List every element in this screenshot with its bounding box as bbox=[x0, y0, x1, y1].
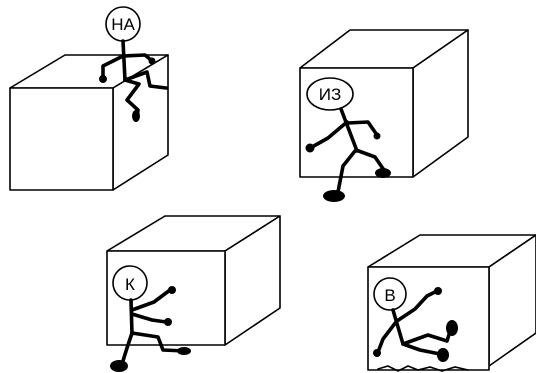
body-na bbox=[121, 39, 127, 82]
label-v: В bbox=[384, 286, 395, 305]
head-v bbox=[373, 277, 407, 311]
body-iz bbox=[339, 107, 359, 153]
box-na bbox=[9, 54, 169, 191]
label-iz: ИЗ bbox=[319, 85, 342, 104]
figure-iz: ИЗ bbox=[305, 77, 391, 202]
figure-na: НА bbox=[99, 6, 168, 122]
figure-v: В bbox=[373, 277, 469, 372]
figure-k: К bbox=[110, 265, 191, 372]
body-k bbox=[129, 298, 134, 336]
floor-scribble bbox=[377, 365, 469, 372]
panel-iz: ИЗ bbox=[299, 29, 469, 202]
panel-k: К bbox=[106, 215, 281, 372]
panel-na: НА bbox=[9, 6, 169, 191]
head-iz bbox=[306, 77, 354, 111]
label-k: К bbox=[125, 275, 135, 294]
panel-v: В bbox=[367, 234, 536, 372]
label-na: НА bbox=[111, 15, 135, 34]
body-v bbox=[391, 308, 405, 346]
